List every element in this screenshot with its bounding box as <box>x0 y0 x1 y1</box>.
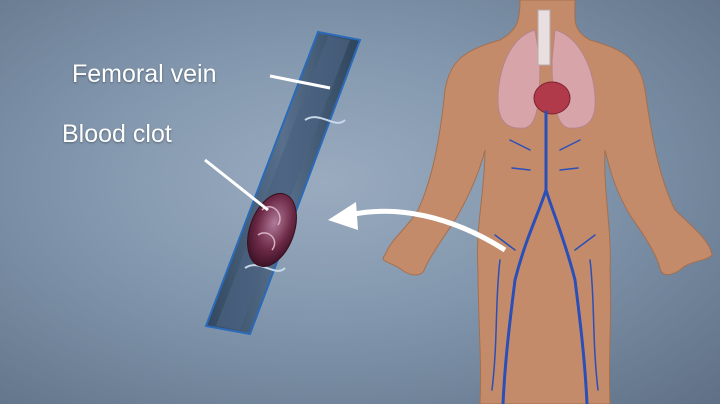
blood-clot-label: Blood clot <box>62 120 172 148</box>
blood-clot-shape <box>247 193 297 267</box>
femoral-vein-label: Femoral vein <box>72 60 217 88</box>
human-body <box>382 0 713 404</box>
pointer-arrow <box>328 202 507 253</box>
blood-clot-leader <box>204 158 269 212</box>
femoral-vein-diagram <box>204 30 362 336</box>
femoral-vein-leader <box>269 74 331 90</box>
